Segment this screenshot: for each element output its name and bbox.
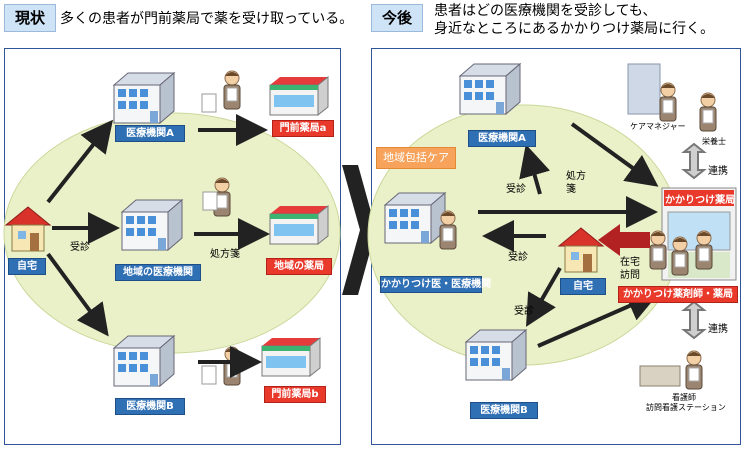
future-family-doctor-building [384, 192, 446, 244]
current-consult-label: 受診 [70, 242, 90, 253]
current-clinic-b-label: 医療機関B [115, 398, 185, 415]
care-manager-label: ケアマネジャー [630, 122, 686, 131]
future-consult-label-3: 受診 [514, 306, 534, 317]
future-clinic-a-building [459, 63, 521, 115]
cooperation-arrow-top [681, 142, 707, 180]
future-family-doctor-label: かかりつけ医・医療機関 [380, 276, 491, 293]
current-caption: 多くの患者が門前薬局で薬を受け取っている。 [60, 11, 354, 27]
prescription-line2: 箋 [566, 184, 576, 195]
family-pharmacy-group-icon [649, 230, 713, 276]
home-visit-line2: 訪問 [620, 270, 640, 281]
current-home-label: 自宅 [8, 258, 46, 275]
current-pharmacy-b-building [261, 337, 321, 377]
current-clinic-local-label: 地域の医療機関 [115, 264, 201, 281]
current-pharmacy-b-label: 門前薬局b [264, 386, 326, 403]
nursing-bed-icon [639, 365, 681, 387]
care-facility-building [627, 63, 661, 115]
care-manager-icon [659, 82, 677, 122]
arrow-clinic-b-to-pharmacy [537, 290, 660, 348]
community-care-tag: 地域包括ケア [376, 147, 456, 169]
arrow-home-to-clinic-a [519, 144, 550, 195]
family-pharmacist-label: かかりつけ薬剤師・薬局 [618, 286, 738, 303]
home-visit-arrow [598, 224, 650, 256]
arrow-home-to-clinic-b [526, 267, 562, 327]
home-visit-line1: 在宅 [620, 257, 640, 268]
nurse-icon [685, 350, 703, 390]
current-prescription-a-icon [201, 93, 217, 113]
current-prescription-b-icon [201, 365, 217, 385]
current-pharmacy-a-building [269, 76, 329, 116]
current-clinic-a-building [113, 72, 175, 124]
future-clinic-a-label: 医療機関A [468, 130, 536, 147]
future-tag: 今後 [371, 4, 423, 32]
future-caption-line1: 患者はどの医療機関を受診しても、 [434, 3, 657, 19]
nurse-label: 看護師 [672, 393, 696, 402]
cooperation-label-1: 連携 [708, 166, 728, 177]
future-consult-label-2: 受診 [508, 252, 528, 263]
current-prescription-label: 処方箋 [210, 249, 240, 260]
current-prescription-local-icon [202, 191, 218, 211]
current-pharmacy-a-label: 門前薬局a [272, 120, 334, 137]
current-tag: 現状 [4, 4, 56, 32]
future-home-label: 自宅 [560, 278, 606, 295]
current-pharmacy-local-label: 地域の薬局 [266, 258, 332, 275]
future-clinic-b-building [465, 329, 527, 381]
current-clinic-a-label: 医療機関A [115, 125, 185, 142]
arrow-clinic-a-to-pharmacy [570, 122, 659, 187]
future-caption: 患者はどの医療機関を受診しても、 身近なところにあるかかりつけ薬局に行く。 [434, 2, 714, 38]
family-pharmacy-sign: かかりつけ薬局 [665, 195, 736, 206]
current-pharmacist-a-icon [223, 70, 241, 110]
future-consult-label-1: 受診 [506, 184, 526, 195]
arrow-home-to-clinic-a [46, 119, 113, 204]
nursing-station-label: 訪問看護ステーション [646, 403, 726, 412]
current-clinic-b-building [113, 335, 175, 387]
current-clinic-local-building [121, 199, 183, 251]
current-pharmacist-b-icon [223, 346, 241, 386]
current-pharmacy-local-building [269, 205, 329, 245]
prescription-line1: 処方 [566, 171, 586, 182]
dietitian-label: 栄養士 [702, 137, 726, 146]
future-prescription-label: 処方 箋 [566, 170, 586, 196]
dietitian-icon [699, 92, 717, 132]
home-visit-label: 在宅 訪問 [620, 256, 640, 282]
future-family-doctor-icon [439, 210, 457, 250]
future-clinic-b-label: 医療機関B [470, 402, 538, 419]
arrow-home-to-clinic-b [46, 252, 109, 337]
cooperation-label-2: 連携 [708, 324, 728, 335]
cooperation-arrow-bottom [681, 300, 707, 340]
future-caption-line2: 身近なところにあるかかりつけ薬局に行く。 [434, 21, 715, 37]
